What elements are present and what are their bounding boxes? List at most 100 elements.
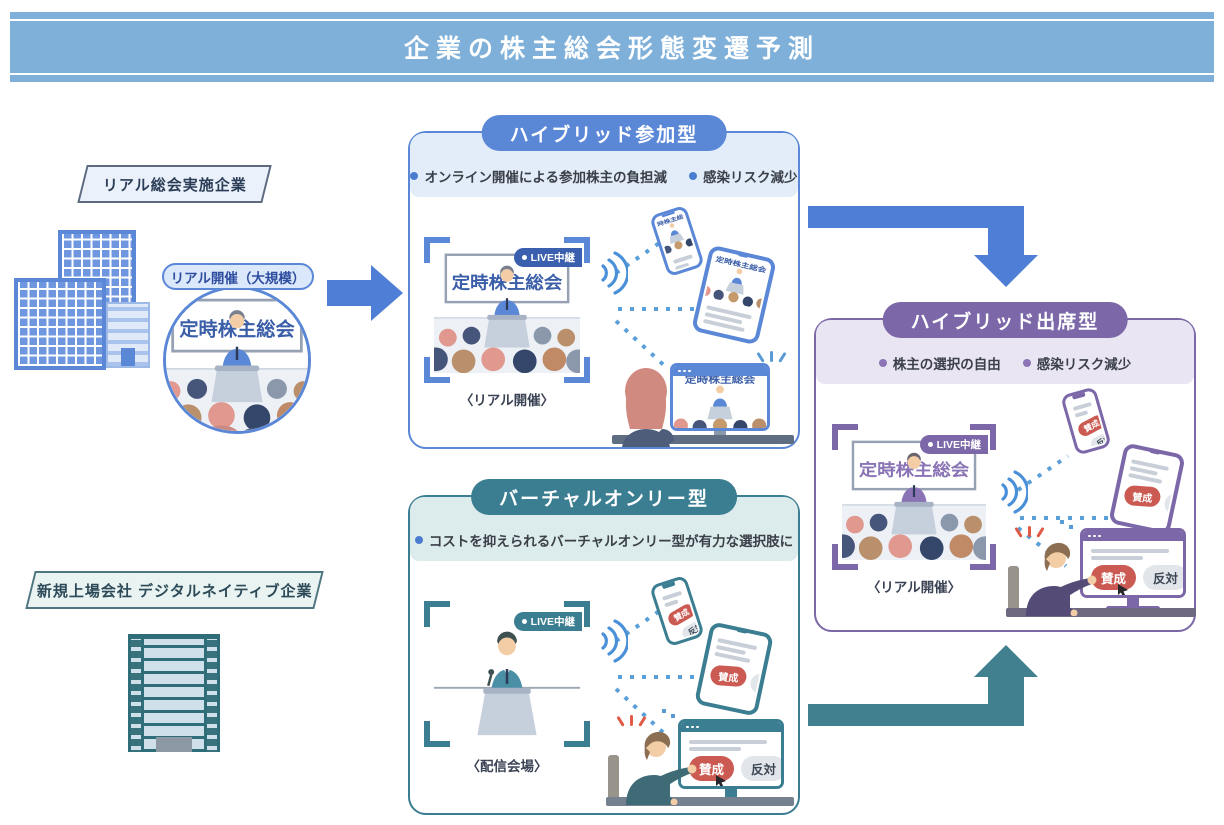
monitor-screen: 賛成 反対 <box>681 732 781 786</box>
frame-corner <box>832 424 858 450</box>
label-real-companies: リアル総会実施企業 <box>77 165 272 203</box>
benefit-item: 感染リスク減少 <box>689 166 798 186</box>
box-title-virtual-only: バーチャルオンリー型 <box>471 479 737 515</box>
shareholder-meeting-scene: 定時株主総会 <box>434 247 580 373</box>
wifi-broadcast-icon <box>601 251 628 295</box>
desk <box>612 435 794 444</box>
frame-corner <box>564 601 590 627</box>
monitor-screen: 定時株主総会 <box>673 370 767 428</box>
man-voter <box>1026 542 1097 616</box>
viewer-scene: 定時株主総会 <box>612 363 794 447</box>
text-line <box>672 254 693 265</box>
live-badge-text: LIVE中継 <box>530 616 575 628</box>
live-badge: LIVE中継 <box>513 612 582 631</box>
vote-no-button: 反対 <box>1163 493 1179 516</box>
audience <box>842 513 986 560</box>
monitor-frame: 賛成 反対 <box>678 719 784 789</box>
live-badge-text: LIVE中継 <box>936 439 981 451</box>
speaker-figure <box>211 310 263 403</box>
speaker-figure <box>891 452 937 535</box>
speaker-figure <box>484 265 530 348</box>
chair <box>1008 566 1019 612</box>
phone-screen: 賛成 反対 <box>1066 392 1106 450</box>
box-title-text: バーチャルオンリー型 <box>499 488 709 510</box>
monitor-frame: 賛成 反対 <box>1080 528 1186 598</box>
browser-bar <box>1083 531 1183 541</box>
emphasis-lines-icon <box>756 351 787 363</box>
cursor-icon <box>716 775 726 786</box>
mini-meeting-scene: 定時株主総会 <box>698 251 770 311</box>
text-line <box>1072 401 1093 411</box>
monitor-stream: 定時株主総会 <box>670 363 770 444</box>
frame-caption: 〈リアル開催〉 <box>459 393 555 408</box>
box-hybrid-attendance: ハイブリッド出席型 株主の選択の自由 感染リスク減少 定時株主総会 <box>814 302 1196 632</box>
vote-buttons: 賛成 反対 <box>709 662 767 696</box>
vote-no-button: 反対 <box>749 673 767 696</box>
vote-yes-button: 賛成 <box>709 664 748 688</box>
woman-viewer <box>622 368 674 447</box>
vote-yes-button: 賛成 <box>1123 484 1162 508</box>
sparkle-dots-icon <box>662 709 675 718</box>
text-line <box>661 590 683 601</box>
monitor-voting: 賛成 反対 <box>678 719 784 802</box>
browser-bar <box>673 366 767 376</box>
frame-corner <box>970 544 996 570</box>
voter-scene: 賛成 反対 <box>1006 520 1196 624</box>
box-title-text: ハイブリッド出席型 <box>910 311 1100 333</box>
benefit-item: 株主の選択の自由 <box>878 353 1001 373</box>
meeting-photo: 定時株主総会 <box>434 247 580 373</box>
tablet-screen: 賛成 反対 <box>701 628 767 709</box>
benefit-text: 感染リスク減少 <box>703 170 798 185</box>
shareholder-meeting-scene: 定時株主総会 <box>842 434 986 560</box>
page-title: 企業の株主総会形態変遷予測 <box>403 35 820 63</box>
text-line <box>689 747 741 751</box>
emphasis-lines-icon <box>1014 526 1045 538</box>
monitor-screen: 賛成 反対 <box>1083 541 1183 595</box>
tower-windows <box>204 639 220 752</box>
live-frame: LIVE中継 <box>424 601 590 747</box>
bullet-dot-icon <box>410 172 419 180</box>
studio-photo <box>434 611 580 737</box>
text-line <box>689 740 767 744</box>
shareholder-meeting-scene: 定時株主総会 <box>166 289 308 431</box>
live-badge: LIVE中継 <box>919 435 988 454</box>
box-hybrid-participation: ハイブリッド参加型 オンライン開催による参加株主の負担減 感染リスク減少 定時株… <box>408 115 800 449</box>
monitor-stand <box>1127 598 1139 606</box>
wifi-broadcast-icon <box>601 619 628 663</box>
meeting-sign-text: 定時株主総会 <box>683 376 756 385</box>
arrow-virtual-to-attendance <box>808 645 1038 726</box>
wifi-broadcast-icon <box>1001 470 1028 514</box>
bullet-dot-icon <box>878 359 887 367</box>
live-frame: 定時株主総会 <box>424 237 590 383</box>
meeting-sign-text: 定時株主総会 <box>452 272 563 292</box>
frame-corner <box>564 357 590 383</box>
office-building-blue-annex <box>106 302 150 368</box>
monitor-frame: 定時株主総会 <box>670 363 770 431</box>
text-line <box>1091 549 1169 553</box>
tower-windows <box>128 639 144 752</box>
bullet-dot-icon <box>689 172 698 180</box>
vote-no-button: 反対 <box>1143 565 1183 590</box>
meeting-photo: 定時株主総会 <box>842 434 986 560</box>
building-door <box>156 737 192 752</box>
mini-meeting-scene: 定時株主総会 <box>655 210 699 258</box>
dotted-stream-lines <box>614 603 700 739</box>
tower-windows <box>18 282 102 366</box>
benefit-item: 感染リスク減少 <box>1022 353 1131 373</box>
frame-corner <box>424 357 450 383</box>
man-voter <box>626 731 697 805</box>
real-meeting-circle: 定時株主総会 <box>163 286 311 434</box>
live-dot-icon <box>521 619 527 624</box>
frame-caption: 〈配信会場〉 <box>466 759 548 774</box>
benefit-item: コストを抑えられるバーチャルオンリー型が有力な選択肢に <box>414 530 793 550</box>
bullet-dot-icon <box>1022 359 1031 367</box>
frame-corner <box>832 544 858 570</box>
real-format-pill: リアル開催（大規模） <box>162 263 314 290</box>
studio-speaker-scene <box>434 611 580 737</box>
tower <box>14 278 106 370</box>
mini-meeting-scene: 定時株主総会 <box>673 370 767 428</box>
benefit-text: 株主の選択の自由 <box>892 357 1001 372</box>
box-title-hybrid-attendance: ハイブリッド出席型 <box>882 302 1128 338</box>
tower-glass <box>144 639 204 752</box>
meeting-sign-text: 定時株主総会 <box>179 318 295 340</box>
